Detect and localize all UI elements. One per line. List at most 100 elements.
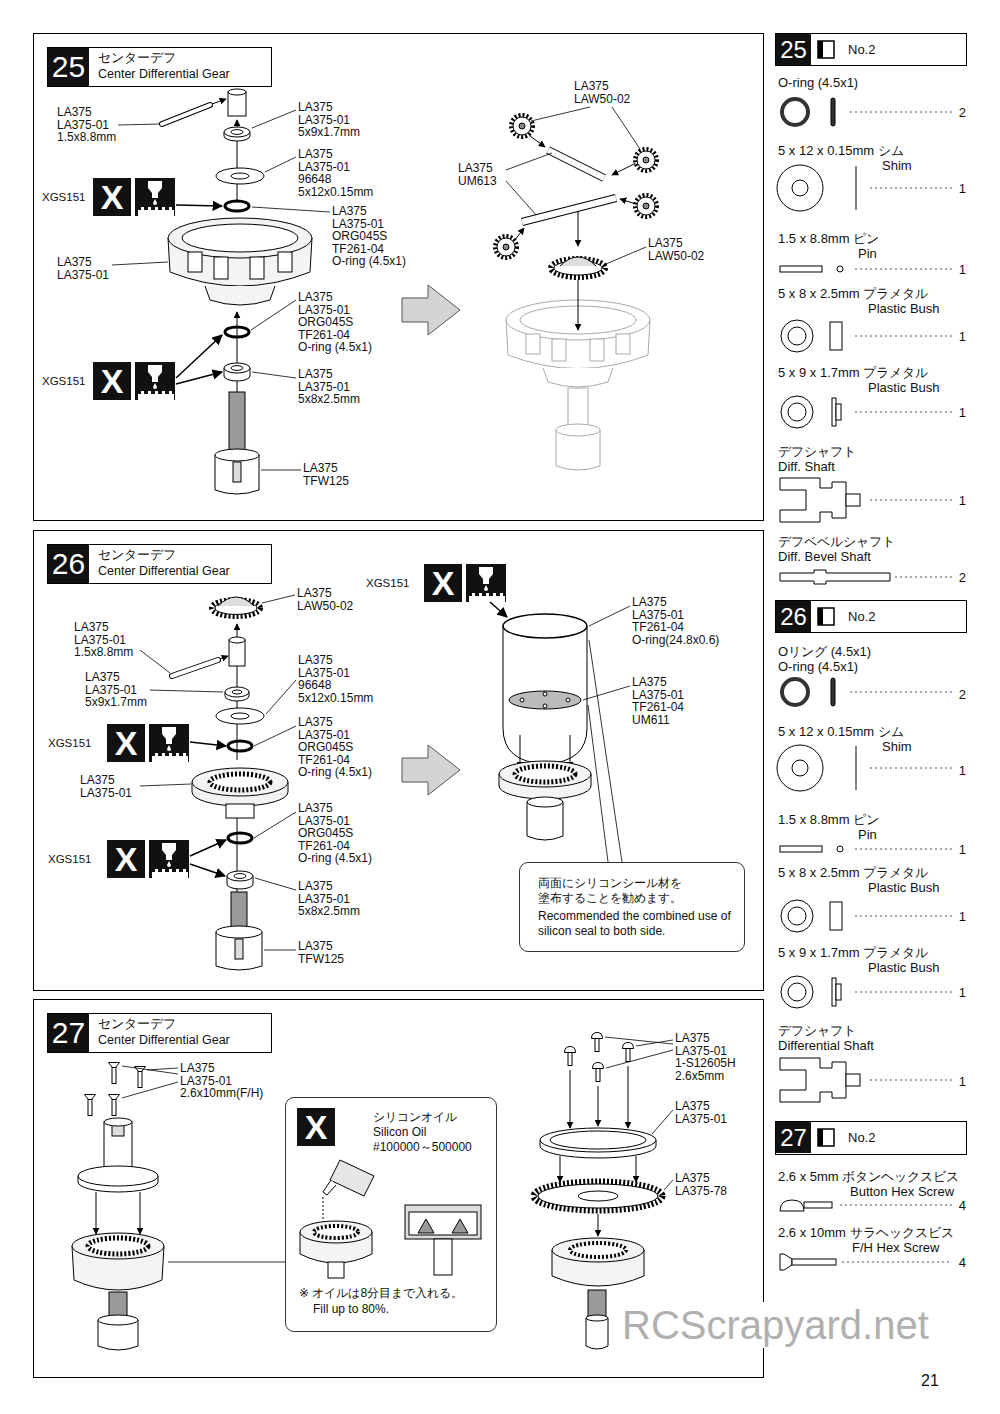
leader-line <box>252 372 296 378</box>
diff-cover <box>543 692 547 696</box>
leader-line <box>168 1262 285 1263</box>
leader-line <box>606 1050 673 1068</box>
assembly-arrow <box>612 163 636 175</box>
part-callout: ORG045S <box>332 230 387 243</box>
part-callout: LA375 <box>632 676 667 689</box>
screw <box>135 1067 146 1088</box>
quantity-leader <box>870 188 952 189</box>
quantity: 1 <box>959 985 966 1000</box>
diff-parts <box>228 833 252 843</box>
grease-code: XGS151 <box>48 852 91 866</box>
part-name: Pin <box>858 246 877 261</box>
part-callout: LA375-01 <box>80 787 132 800</box>
assembly-arrow <box>514 136 636 330</box>
leader-line <box>265 157 296 172</box>
part-callout: 2.6x5mm <box>675 1070 724 1083</box>
leader-line <box>252 207 330 212</box>
bag-number: No.2 <box>848 1122 875 1153</box>
part-callout: LA375-01 <box>298 729 350 742</box>
part-callout: UM611 <box>632 714 670 727</box>
part-callout: O-ring (4.5x1) <box>298 852 372 865</box>
part-name: 5 x 12 x 0.15mm シム <box>778 724 904 739</box>
diff-cover <box>503 614 587 638</box>
diff-parts <box>162 89 312 494</box>
bevel-gear-set <box>637 151 655 169</box>
leader-line <box>606 247 646 264</box>
part-callout: LA375 <box>57 256 92 269</box>
bevel-gear-set <box>637 197 655 215</box>
part-name: 2.6 x 5mm ボタンヘックスビス <box>778 1169 959 1184</box>
quantity-leader <box>842 1262 952 1263</box>
diff-parts <box>229 392 245 454</box>
spur-gear-assembly <box>588 1290 606 1318</box>
quantity-leader <box>850 692 952 693</box>
part-name: 1.5 x 8.8mm ピン <box>778 812 879 827</box>
oil-illustration <box>323 1180 336 1195</box>
part-callout: TF261-04 <box>298 840 350 853</box>
quantity: 1 <box>959 763 966 778</box>
part-name: 5 x 8 x 2.5mm プラメタル <box>778 865 928 880</box>
spur-gear-assembly <box>560 1156 561 1182</box>
part-callout: 96648 <box>298 173 331 186</box>
spur-gear-assembly <box>598 1086 599 1126</box>
part-callout: LA375 <box>298 291 333 304</box>
spur-gear-assembly <box>586 1318 608 1349</box>
part-callout: LA375-01 <box>298 161 350 174</box>
diff-parts <box>226 804 254 818</box>
part-callout: LA375 <box>298 880 333 893</box>
oil-illustration <box>323 1197 324 1222</box>
part-icon <box>780 478 846 522</box>
quantity-leader <box>855 269 952 270</box>
diff-parts <box>228 92 246 116</box>
part-callout: O-ring (4.5x1) <box>298 766 372 779</box>
part-callout: 2.6x10mm(F/H) <box>180 1087 263 1100</box>
step-number: 26 <box>776 601 811 632</box>
leader-line <box>140 784 191 786</box>
grease-code: XGS151 <box>366 576 409 590</box>
part-callout: LA375 <box>298 716 333 729</box>
grease-mark: X <box>424 564 462 602</box>
part-callout: LA375-01 <box>675 1045 727 1058</box>
part-callout: LA375-78 <box>675 1185 727 1198</box>
diff-assembly <box>72 1118 164 1350</box>
part-callout: 5x8x2.5mm <box>298 393 360 406</box>
step-header: 26センターデフCenter Differential Gear <box>47 544 272 584</box>
part-icon <box>781 976 813 1008</box>
spur-gear-assembly <box>538 1184 658 1208</box>
grease-icon <box>149 840 189 878</box>
quantity: 1 <box>959 329 966 344</box>
bevel-gear-set <box>495 115 657 277</box>
part-callout: 5x12x0.15mm <box>298 186 373 199</box>
screw <box>593 1063 604 1082</box>
step-title-en: Center Differential Gear <box>98 564 230 579</box>
quantity-leader <box>855 336 952 337</box>
bevel-gear-set <box>522 198 616 222</box>
diff-cover <box>520 698 524 702</box>
leader-line <box>588 705 608 862</box>
diff-parts <box>172 660 218 676</box>
grease-code: XGS151 <box>48 736 91 750</box>
part-icon <box>792 180 808 196</box>
oil-illustration <box>314 1226 358 1238</box>
part-icon <box>846 1074 860 1086</box>
oil-illustration <box>434 1239 452 1275</box>
diff-assembly <box>88 1238 148 1254</box>
diff-parts <box>231 130 243 135</box>
diff-case-faint <box>590 339 604 361</box>
oil-illustration <box>330 1160 374 1196</box>
part-callout: LA375 <box>74 621 109 634</box>
bag-header: 26No.2 <box>775 600 967 633</box>
part-callout: LA375 <box>180 1062 215 1075</box>
part-icon <box>788 907 806 925</box>
part-callout: TFW125 <box>298 953 344 966</box>
part-callout: TFW125 <box>303 475 349 488</box>
part-callout: LA375 <box>458 162 493 175</box>
step-number: 26 <box>48 545 89 583</box>
diff-parts <box>228 89 246 95</box>
bevel-gear-set <box>497 238 515 256</box>
grease-icon <box>135 178 175 216</box>
part-name: O-ring (4.5x1) <box>778 75 858 90</box>
part-icon <box>831 98 835 126</box>
